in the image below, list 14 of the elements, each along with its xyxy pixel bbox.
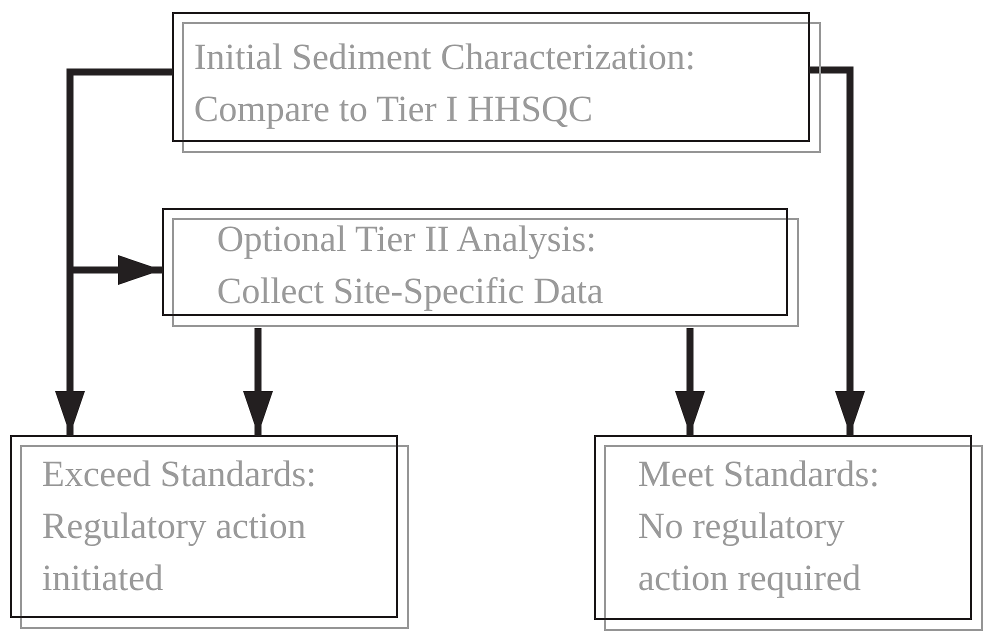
- process-box: [594, 435, 984, 632]
- box-heading: Optional Tier II Analysis:: [217, 218, 598, 262]
- box-text: Compare to Tier I HHSQC: [194, 88, 594, 132]
- box-heading: Exceed Standards:: [42, 453, 318, 497]
- box-text: Collect Site-Specific Data: [217, 270, 604, 314]
- arrow: [243, 328, 273, 435]
- process-box: [162, 208, 800, 328]
- box-text: No regulatory action required: [638, 505, 862, 601]
- box-heading: Initial Sediment Characterization:: [194, 36, 696, 80]
- arrow: [675, 328, 705, 435]
- process-box: [10, 435, 410, 630]
- process-box: [172, 12, 822, 154]
- box-text: Regulatory action initiated: [42, 505, 308, 601]
- box-heading: Meet Standards:: [638, 453, 880, 497]
